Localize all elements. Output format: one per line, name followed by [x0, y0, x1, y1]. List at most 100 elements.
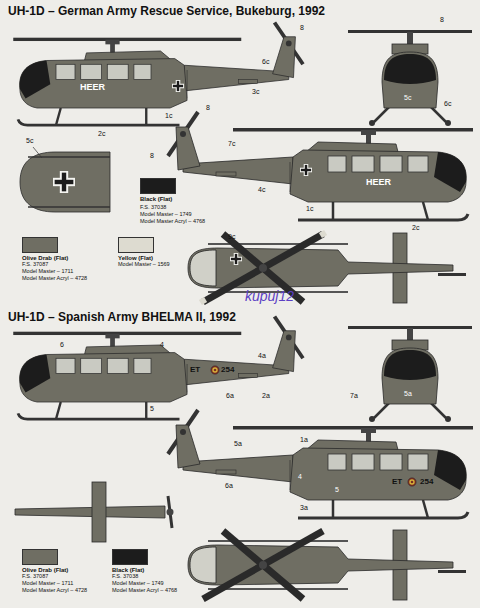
section-title: UH-1D – Spanish Army BHELMA II, 1992	[8, 311, 236, 323]
windscreen	[384, 350, 436, 380]
window	[380, 454, 402, 470]
paint-name: Black (Flat)	[140, 196, 172, 202]
drawing-part	[216, 470, 236, 474]
leader-line	[33, 147, 42, 158]
fuselage	[20, 353, 187, 402]
callout-number: 7a	[350, 392, 358, 399]
callout-number: 3c	[252, 88, 259, 95]
drawing-part	[369, 416, 375, 422]
drawing-part	[180, 131, 186, 137]
canopy	[190, 547, 216, 583]
top-view	[188, 230, 466, 305]
skid	[298, 214, 468, 220]
drawing-part	[56, 108, 61, 125]
window	[56, 358, 75, 373]
side-view	[168, 410, 473, 518]
callout-number: 4	[160, 341, 164, 348]
drawing-part	[211, 366, 219, 374]
drawing-part	[235, 254, 237, 264]
skid	[18, 119, 180, 125]
drawing-part	[319, 230, 327, 238]
callout-number: 6a	[226, 392, 234, 399]
callout-number: 9c	[228, 233, 235, 240]
callout-number: 8	[300, 24, 304, 31]
paint-code: F.S. 37038	[140, 205, 166, 211]
main-rotor	[203, 234, 323, 302]
fuselage	[290, 150, 466, 202]
drawing-part	[286, 335, 292, 341]
main-rotor	[223, 531, 303, 599]
main-rotor	[203, 531, 323, 599]
drawing-part	[145, 402, 147, 419]
fuselage	[188, 248, 453, 288]
drawing-part	[411, 481, 414, 484]
color-swatch	[22, 237, 58, 253]
drawing-part	[28, 206, 110, 208]
tail-rotor	[438, 273, 466, 276]
callout-number: 8	[150, 152, 154, 159]
callout-number: 5c	[26, 137, 33, 144]
watermark: kupuj12	[245, 289, 294, 303]
color-swatch	[140, 178, 176, 194]
window	[81, 64, 102, 79]
section-title: UH-1D – German Army Rescue Service, Buke…	[8, 5, 325, 17]
tail-boom	[184, 359, 288, 385]
callout-number: 8	[206, 104, 210, 111]
drawing-part	[290, 460, 291, 490]
bottom-view	[20, 152, 110, 212]
tail-boom	[183, 455, 293, 482]
paint-code: Model Master Acryl – 4728	[22, 276, 87, 282]
windscreen	[384, 54, 436, 84]
marking: ET	[190, 366, 200, 374]
drawing-part	[408, 478, 416, 486]
paint-code: Model Master Acryl – 4728	[22, 588, 87, 594]
drawing-part	[208, 588, 348, 590]
drawing-part	[28, 156, 110, 158]
main-rotor	[13, 332, 241, 335]
callout-number: 4c	[258, 186, 265, 193]
paint-name: Olive Drab (Flat)	[22, 255, 68, 261]
callout-number: 2c	[412, 224, 419, 231]
fuselage	[382, 52, 438, 108]
main-rotor	[233, 128, 473, 132]
callout-number: 8	[440, 16, 444, 23]
skid	[18, 413, 180, 419]
tail-fin	[176, 425, 200, 468]
callout-number: 1c	[165, 112, 172, 119]
tail-rotor	[438, 570, 466, 573]
roundel	[408, 478, 416, 486]
drawing-part	[187, 70, 188, 99]
callout-number: 2a	[262, 392, 270, 399]
color-swatch	[112, 549, 148, 565]
window	[380, 156, 402, 172]
window	[81, 358, 102, 373]
paint-code: Model Master Acryl – 4768	[140, 219, 205, 225]
color-swatch	[118, 237, 154, 253]
callout-number: 5	[150, 405, 154, 412]
callout-number: 2c	[98, 130, 105, 137]
marking: HEER	[366, 178, 391, 187]
fuselage	[188, 545, 453, 585]
drawing-part	[332, 500, 335, 518]
nose-glazing	[434, 152, 466, 192]
callout-number: 4a	[258, 352, 266, 359]
tail-boom	[183, 157, 293, 184]
roundel	[211, 366, 219, 374]
side-view	[13, 317, 303, 420]
marking: ET	[392, 478, 402, 486]
window	[408, 156, 428, 172]
window	[352, 156, 374, 172]
window	[134, 358, 151, 373]
side-view	[168, 112, 473, 220]
canopy	[190, 250, 216, 286]
callout-number: 3a	[300, 504, 308, 511]
callout-number: 6a	[225, 482, 233, 489]
callout-number: 4	[298, 473, 302, 480]
main-rotor	[233, 426, 473, 430]
drawing-part	[332, 202, 335, 220]
tail-fin	[273, 37, 296, 78]
paint-code: Model Master Acryl – 4768	[112, 588, 177, 594]
drawing-part	[187, 364, 188, 393]
color-swatch	[22, 549, 58, 565]
